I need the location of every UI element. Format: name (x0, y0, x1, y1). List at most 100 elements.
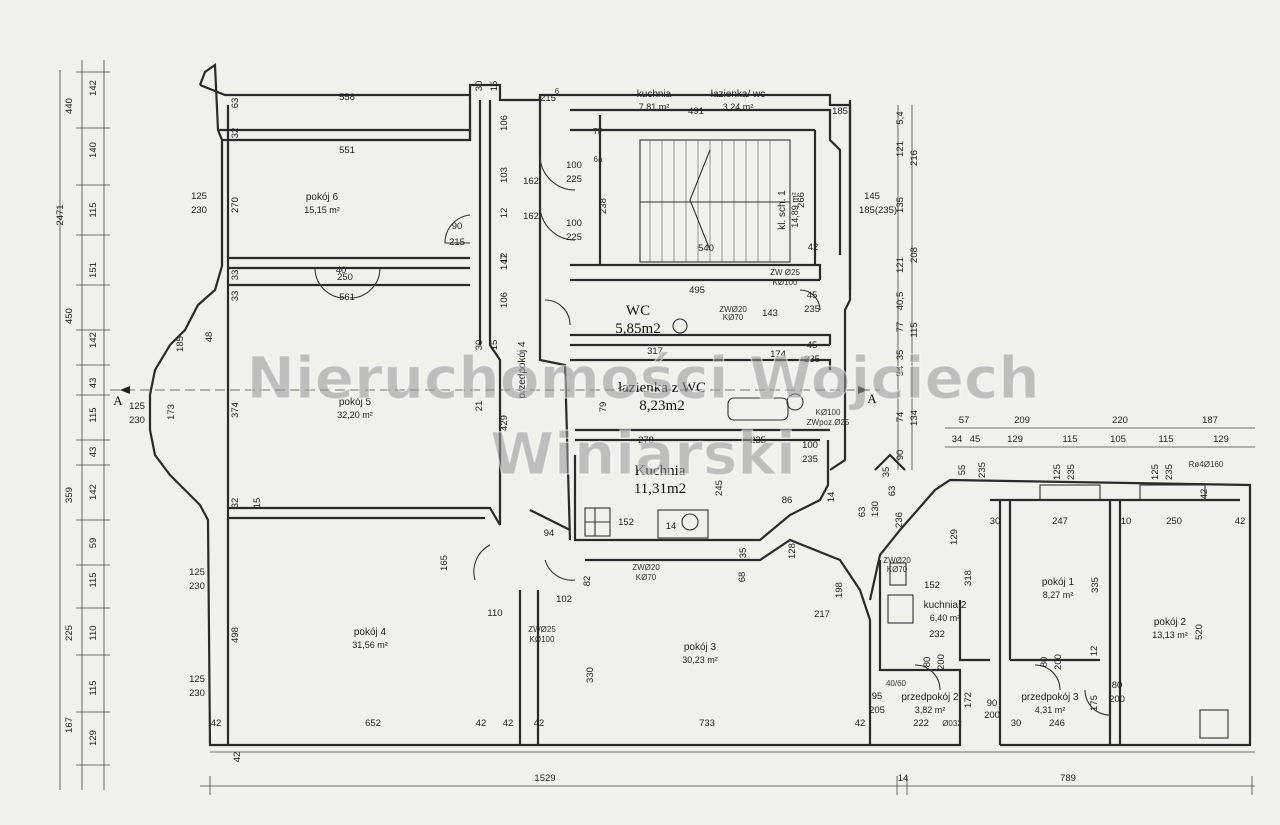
dimension-label-vertical: 48 (204, 332, 215, 343)
room-area: 5,85m2 (615, 321, 660, 337)
dimension-label: 205 (869, 705, 885, 716)
dimension-label: 185 (832, 106, 848, 117)
annotation-label: ZWpoz.Ø25 (807, 418, 850, 427)
dimension-label: 10 (1121, 516, 1132, 527)
dimension-label: 90 (987, 698, 998, 709)
dimension-label-vertical: 5,4 (895, 111, 906, 124)
dimension-label-vertical: 63 (857, 507, 868, 518)
dimension-label: 200 (1109, 694, 1125, 705)
dimension-label: 1529 (534, 773, 555, 784)
dimension-label: 94 (544, 528, 555, 539)
room-korytarz4: przedpokój 4 (517, 341, 528, 399)
room-name: łazienka/ wc (711, 89, 765, 100)
dimension-label-vertical: 185 (175, 336, 186, 352)
dimension-label: 125 (189, 674, 205, 685)
dimension-label-vertical: 130 (870, 501, 881, 517)
dimension-label-vertical: 103 (499, 167, 510, 183)
annotation-label: KØ70 (636, 573, 657, 582)
dimension-label: 230 (129, 415, 145, 426)
room-name: przedpokój 3 (1021, 692, 1079, 703)
dimension-label-vertical: 32 (230, 128, 241, 139)
dimension-label: 185(235) (859, 205, 897, 216)
room-name: pokój 2 (1154, 617, 1187, 628)
dimension-label-vertical: 63 (887, 486, 898, 497)
dimension-label: 42 (808, 242, 819, 253)
dimension-label-vertical: 374 (230, 402, 241, 418)
room-lazienka_top: łazienka/ wc3,24 m² (711, 89, 765, 112)
room-name: Kuchnia (635, 463, 686, 479)
room-name: przedpokój 2 (901, 692, 959, 703)
dimension-label: 86 (782, 495, 793, 506)
dimension-label-vertical: 235 (977, 462, 988, 478)
dimension-label: 42 (855, 718, 866, 729)
dimension-label-vertical: 330 (585, 667, 596, 683)
dimension-label: 317 (647, 346, 663, 357)
dimension-label-vertical: 429 (499, 415, 510, 431)
dimension-label-vertical: 359 (64, 487, 75, 503)
dimension-label-vertical: 12 (1089, 646, 1100, 657)
dimension-label-vertical: 68 (737, 572, 748, 583)
dimension-label-vertical: 147 (499, 254, 510, 270)
dimension-label-vertical: 79 (598, 402, 609, 413)
annex-dimension-lines (897, 105, 1255, 470)
dimension-label-vertical: 14 (826, 492, 837, 503)
section-mark-label: A (867, 391, 877, 406)
dimension-label-vertical: 121 (895, 141, 906, 157)
dimension-label: 215 (449, 237, 465, 248)
room-area: 31,56 m² (352, 640, 388, 650)
dimension-label-vertical: 238 (598, 198, 609, 214)
dimension-label: 57 (959, 415, 970, 426)
room-name: pokój 3 (684, 642, 717, 653)
dimension-label-vertical: 30 (474, 81, 485, 92)
dimension-label: 14 (666, 521, 677, 532)
dimension-label-vertical: 90 (895, 450, 906, 461)
annotation-label: 6a (594, 155, 603, 164)
room-area: 6,40 m² (930, 613, 961, 623)
dimension-label: 115 (1158, 434, 1173, 445)
dimension-label-vertical: 35 (895, 350, 906, 361)
room-kuchnia2: kuchnia 26,40 m² (924, 600, 967, 623)
dimension-label-vertical: 236 (894, 512, 905, 528)
dimension-label-vertical: 129 (88, 730, 99, 746)
dimension-label: 200 (984, 710, 1000, 721)
room-name: WC (626, 303, 650, 319)
dimension-label: 250 (337, 272, 353, 283)
dimension-label-vertical: 135 (895, 197, 906, 213)
dimension-label-vertical: 55 (957, 465, 968, 476)
dimension-label: 235 (804, 354, 820, 365)
room-name: kl. sch. 1 (777, 190, 788, 230)
dimension-label: 789 (1060, 773, 1076, 784)
dimension-label: 42 (211, 718, 222, 729)
dimension-label-vertical: 115 (88, 572, 99, 587)
annotation-label: KØ70 (723, 313, 744, 322)
dimension-label-vertical: 33 (230, 291, 241, 302)
left-dimension-lines (59, 60, 110, 790)
dimension-label: 162 (523, 211, 539, 222)
dimension-label-vertical: 115 (88, 407, 99, 422)
dimension-label-vertical: 142 (88, 332, 99, 348)
dimension-label-vertical: 129 (949, 529, 960, 545)
dimension-label: 100 (566, 218, 582, 229)
dimension-label: 42 (503, 718, 514, 729)
dimension-label: 652 (365, 718, 381, 729)
bathtub-icon (727, 397, 789, 421)
dimension-label-vertical: 151 (88, 262, 99, 278)
section-mark-label: A (113, 393, 123, 408)
dimension-label: 100 (802, 440, 818, 451)
dimension-label: 235 (750, 435, 766, 446)
room-name: pokój 4 (354, 627, 387, 638)
dimension-label: 80 (1112, 680, 1123, 691)
dimension-label-vertical: 520 (1194, 624, 1205, 640)
dimension-label-vertical: 450 (64, 308, 75, 324)
dimension-label: 30 (990, 516, 1001, 527)
dimension-label: 40 (336, 265, 347, 276)
room-name: łazienka z WC (618, 380, 706, 396)
room-area: 3,82 m² (915, 705, 946, 715)
dimension-label: 152 (924, 580, 940, 591)
annotation-label: KØ100 (773, 278, 798, 287)
dimension-label-vertical: 2471 (55, 204, 66, 225)
